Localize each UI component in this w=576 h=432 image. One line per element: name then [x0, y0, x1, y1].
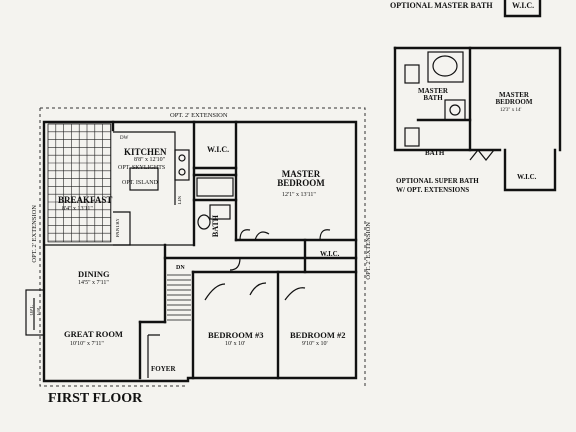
great-room-label: GREAT ROOM — [64, 329, 123, 339]
breakfast-floor-tiles — [47, 123, 112, 243]
breakfast-label: BREAKFAST — [58, 195, 113, 205]
kitchen-dims: 8'8" x 12'10" — [134, 157, 166, 163]
opt-island-label: OPT. ISLAND — [122, 180, 158, 186]
kitchen-counters — [113, 131, 190, 205]
staircase — [167, 274, 191, 321]
fireplace — [25, 289, 45, 336]
master-bedroom-label: MASTER BEDROOM — [277, 169, 325, 188]
opt-skylights-label: OPT. SKYLIGHTS — [118, 165, 166, 171]
master-bedroom-dims: 12'1" x 13'11" — [282, 192, 316, 198]
dining-label: DINING — [78, 269, 110, 279]
door-swings — [204, 229, 331, 301]
ext-left-label: OPT. 2' EXTENSION — [31, 205, 38, 263]
inset-master-bedroom-dims: 12'3" x 14' — [500, 108, 522, 113]
foyer-label: FOYER — [151, 365, 176, 373]
bedroom3-label: BEDROOM #3 — [208, 330, 264, 340]
great-room-dims: 10'10" x 7'11" — [70, 341, 104, 347]
bedroom3-dims: 10' x 10' — [225, 341, 246, 347]
optional-super-bath-line2: W/ OPT. EXTENSIONS — [396, 186, 470, 194]
exterior-walls — [39, 107, 366, 387]
breakfast-dims: 8'4" x 13'11" — [62, 206, 93, 212]
wic-bed2-label: W.I.C. — [320, 250, 340, 258]
kitchen-label: KITCHEN — [124, 147, 167, 157]
bedroom2-dims: 9'10" x 10' — [302, 341, 328, 347]
dw-label: DW — [120, 136, 129, 141]
inset-master-bath-label: MASTER BATH — [418, 87, 448, 102]
inset-wic-top-label: W.I.C. — [512, 1, 535, 10]
bedroom2-label: BEDROOM #2 — [290, 330, 346, 340]
inset-plan-walls — [393, 46, 562, 192]
inset-bath-label: BATH — [425, 149, 445, 157]
dn-label: DN — [176, 265, 185, 271]
bath-label: BATH — [211, 215, 220, 238]
interior-walls — [44, 120, 358, 380]
opt-fp-label: OPT. — [30, 305, 35, 316]
bath-fixtures — [196, 177, 234, 230]
inset-wic-label: W.I.C. — [517, 173, 537, 181]
inset-top-wic — [503, 0, 542, 18]
fp-label: F/P — [37, 308, 42, 315]
pantry-label: PANTRY — [116, 218, 121, 238]
ext-right-label: OPT. 2' EXTENSION — [365, 222, 372, 280]
optional-super-bath-line1: OPTIONAL SUPER BATH — [396, 177, 479, 185]
optional-master-bath-title: OPTIONAL MASTER BATH — [390, 1, 493, 10]
inset-master-bedroom-label: MASTER BEDROOM — [495, 91, 533, 106]
wic-master-label: W.I.C. — [207, 145, 230, 154]
lin-label: LIN — [178, 196, 183, 205]
ext-top-label: OPT. 2' EXTENSION — [170, 112, 228, 119]
floor-title: FIRST FLOOR — [48, 391, 143, 406]
dining-dims: 14'5" x 7'11" — [78, 280, 109, 286]
